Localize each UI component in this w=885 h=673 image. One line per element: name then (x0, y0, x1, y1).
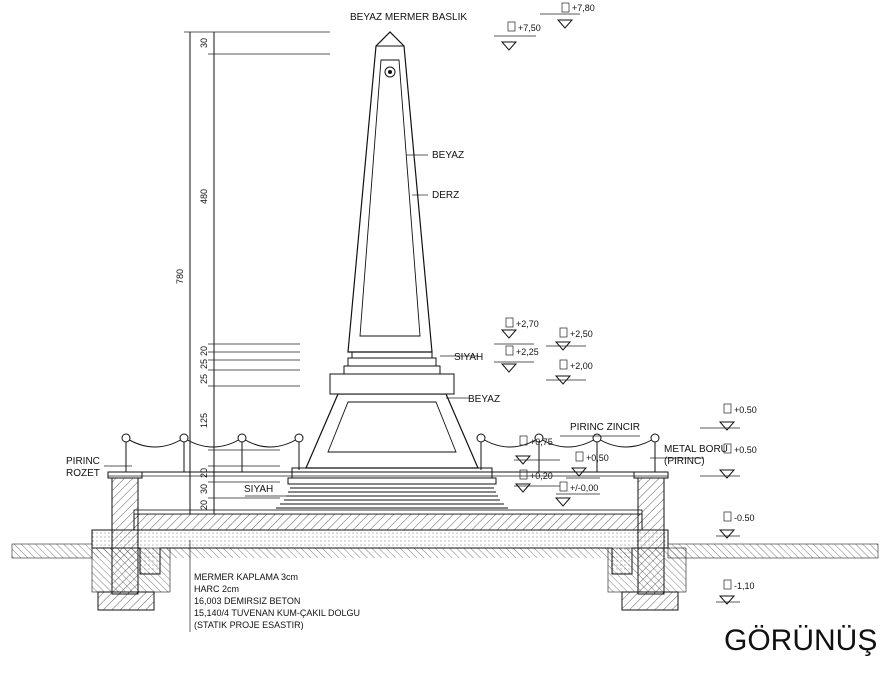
elev-050c: +0.50 (734, 445, 757, 455)
ground-hatch (11, 543, 879, 559)
dim-25: 25 (199, 374, 209, 384)
beyaz-lower-label: BEYAZ (468, 394, 500, 405)
dim-20b: 20 (199, 468, 209, 478)
elev-270: +2,70 (516, 319, 539, 329)
elev-marker (514, 469, 532, 493)
note-line: 16,003 DEMIRSIZ BETON (194, 596, 300, 606)
dim-total: 780 (175, 269, 185, 284)
metal-boru-sub-label: (PIRINC) (664, 456, 705, 467)
elev-250: +2,50 (570, 329, 593, 339)
cap-label: BEYAZ MERMER BASLIK (350, 12, 467, 23)
elev-marker (500, 345, 518, 373)
rozet-label: ROZET (66, 468, 100, 479)
beyaz-upper-label: BEYAZ (432, 150, 464, 161)
dim-30-top: 30 (199, 38, 209, 48)
derz-label: DERZ (432, 190, 459, 201)
drawing-title: GÖRÜNÜŞ (724, 624, 877, 657)
elev-marker (556, 2, 574, 29)
dim-30b: 30 (199, 484, 209, 494)
elev-200: +2,00 (570, 361, 593, 371)
elevation-markers (500, 2, 736, 605)
dimension-lines (184, 31, 330, 632)
elev-marker (718, 403, 736, 431)
obelisk (347, 31, 433, 353)
elev-marker (718, 511, 736, 539)
dim-25b: 25 (199, 359, 209, 369)
metal-boru-label: METAL BORU (664, 444, 728, 455)
elev-050a: +0,50 (586, 453, 609, 463)
elev-075: +0,75 (530, 437, 553, 447)
dim-125: 125 (199, 413, 209, 428)
dim-480: 480 (199, 189, 209, 204)
siyah-mid-label: SIYAH (454, 352, 483, 363)
foundation (91, 471, 687, 611)
annotations: BEYAZ MERMER BASLIK BEYAZ DERZ SIYAH BEY… (66, 3, 877, 657)
elev-020: +0,20 (530, 471, 553, 481)
elev-750: +7,50 (518, 23, 541, 33)
elev-225: +2,25 (516, 347, 539, 357)
elev-marker (500, 317, 518, 339)
leader-lines (104, 13, 740, 603)
chain-fence (108, 433, 668, 477)
stepped-base (276, 467, 508, 509)
siyah-low-label: SIYAH (244, 484, 273, 495)
elev-neg-110: -1,10 (734, 581, 755, 591)
pedestal (305, 351, 479, 469)
note-line: (STATIK PROJE ESASTIR) (194, 620, 304, 630)
elev-marker (554, 327, 572, 351)
pirinc-zincir-label: PIRINC ZINCIR (570, 422, 640, 433)
elev-marker (554, 481, 572, 507)
elev-neg-050: -0.50 (734, 513, 755, 523)
elev-000: +/-0,00 (570, 483, 598, 493)
elev-marker (570, 451, 588, 477)
note-line: MERMER KAPLAMA 3cm (194, 572, 298, 582)
elev-marker (718, 443, 736, 479)
note-line: 15,140/4 TUVENAN KUM-ÇAKIL DOLGU (194, 608, 360, 618)
note-line: HARC 2cm (194, 584, 239, 594)
dim-20c: 20 (199, 500, 209, 510)
elev-marker (718, 579, 736, 605)
elev-050b: +0.50 (734, 405, 757, 415)
elev-780: +7,80 (572, 3, 595, 13)
pirinc-rozet-label: PIRINC (66, 456, 100, 467)
elev-marker (514, 435, 532, 465)
elev-marker (554, 359, 572, 385)
dim-20: 20 (199, 346, 209, 356)
elev-marker (500, 21, 518, 51)
